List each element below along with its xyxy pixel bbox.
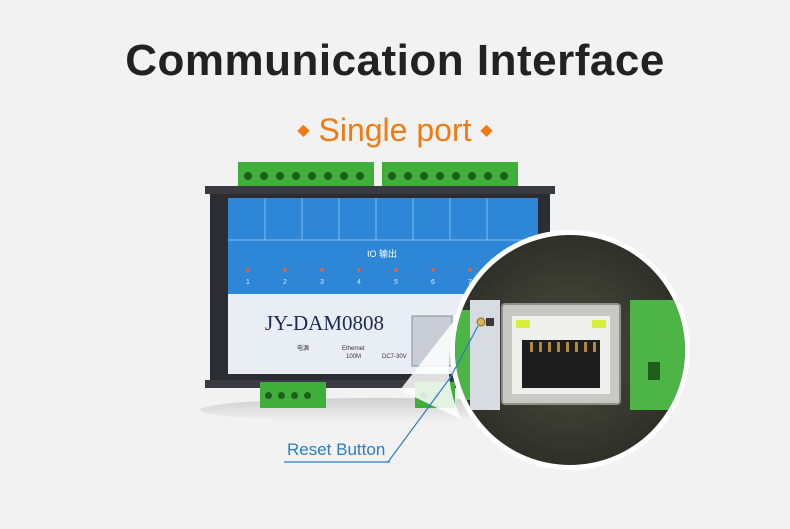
page-title: Communication Interface xyxy=(125,36,665,85)
model-name: JY-DAM0808 xyxy=(265,311,384,335)
subtitle: ◆ Single port ◆ xyxy=(0,112,790,149)
channel-number: 2 xyxy=(283,279,287,286)
reset-leader-line xyxy=(387,325,479,463)
diamond-left-icon: ◆ xyxy=(297,121,310,139)
top-terminal-blocks xyxy=(238,162,518,190)
io-output-label: IO 输出 xyxy=(367,248,397,259)
reset-button-label: Reset Button xyxy=(287,440,386,459)
ethernet-label: Ethernet xyxy=(342,346,365,352)
rj45-led-right xyxy=(592,320,606,328)
channel-number: 7 xyxy=(468,279,472,286)
channel-number: 6 xyxy=(431,279,435,286)
subtitle-text: Single port xyxy=(318,112,472,148)
channel-number: 5 xyxy=(394,279,398,286)
zoom-terminal-right xyxy=(630,300,685,410)
voltage-label: DC7-30V xyxy=(382,354,407,360)
device-rail-bottom xyxy=(205,380,555,388)
device-rail-top xyxy=(205,186,555,194)
ethernet-speed: 100M xyxy=(346,354,361,360)
channel-number: 1 xyxy=(246,279,250,286)
power-label: 电源 xyxy=(297,344,309,352)
rj45-led-left xyxy=(516,320,530,328)
channel-number: 3 xyxy=(320,279,324,286)
channel-number: 4 xyxy=(357,279,361,286)
zoom-terminal-left xyxy=(455,310,472,400)
reset-button xyxy=(476,317,486,327)
diamond-right-icon: ◆ xyxy=(480,121,493,139)
